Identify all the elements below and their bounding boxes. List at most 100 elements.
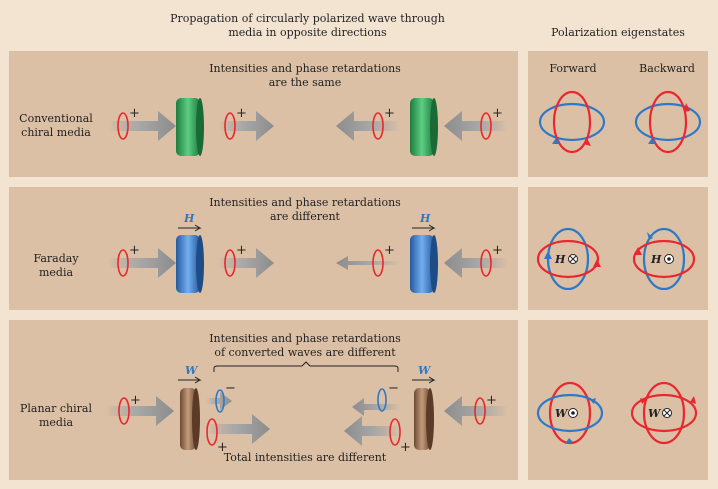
row1-propagation: + + + +: [108, 98, 508, 156]
row3-transmitted-circle-fwd: +: [206, 418, 228, 455]
row2-blue-medium-bwd: [410, 235, 434, 293]
row1-incoming-arrow-backward: [444, 111, 508, 141]
row2-polarization-circle-out-bwd: +: [372, 243, 395, 277]
eigenstate-r2-forward: H: [536, 227, 601, 291]
row3-polarization-circle-in-fwd: +: [118, 393, 141, 425]
left-header-line2: media in opposite directions: [228, 26, 387, 39]
field-h-symbol-eigen-bwd: H: [650, 253, 662, 266]
field-w-arrow-bwd: [412, 376, 436, 384]
row2-incoming-arrow-backward: [444, 248, 508, 278]
row3-label: Planar chiral media: [12, 402, 100, 430]
row3-brown-medium-bwd: [414, 388, 430, 450]
row1-polarization-circle-out-bwd: +: [372, 106, 395, 140]
row1-polarization-circle-in-fwd: +: [117, 106, 140, 140]
plus-sign: +: [130, 393, 141, 408]
row1-label: Conventional chiral media: [12, 112, 100, 140]
field-h-arrow-fwd: [178, 224, 202, 232]
row2-description: Intensities and phase retardations are d…: [180, 196, 430, 224]
row1-label-line1: Conventional: [19, 112, 93, 125]
row3-transmitted-arrow-backward: [344, 416, 400, 446]
field-w-label-fwd: W: [185, 364, 199, 377]
row2-polarization-circle-out-fwd: +: [224, 243, 247, 277]
plus-sign: +: [129, 243, 140, 258]
row2-blue-medium-fwd: [176, 235, 200, 293]
eigen-forward-label: Forward: [549, 62, 597, 75]
row2-description-line2: are different: [270, 210, 340, 223]
left-header: Propagation of circularly polarized wave…: [140, 12, 475, 40]
eigenstate-r1-backward: [634, 90, 702, 154]
row1-incoming-arrow-forward: [108, 111, 176, 141]
eigenstate-r3-backward: W: [630, 381, 698, 445]
row2-description-line1: Intensities and phase retardations: [209, 196, 401, 209]
eigenstate-r3-forward: W: [536, 381, 604, 445]
row2-label: Faraday media: [12, 252, 100, 280]
row3-left-panel: [9, 320, 518, 480]
eigenstate-r1-forward: [538, 90, 606, 154]
plus-sign: +: [217, 440, 228, 455]
row2-label-line1: Faraday: [33, 252, 79, 265]
row2-right-panel: [528, 187, 708, 310]
row1-polarization-circle-in-bwd: +: [480, 106, 503, 140]
row3-transmitted-arrow-forward: [206, 414, 270, 444]
minus-sign: −: [225, 381, 236, 396]
row3-label-line1: Planar chiral: [20, 402, 92, 415]
row2-polarization-circle-in-bwd: +: [480, 243, 503, 277]
row3-converted-circle-fwd: −: [215, 381, 236, 413]
plus-sign: +: [129, 106, 140, 121]
row3-description-line2: of converted waves are different: [214, 346, 396, 359]
row3-converted-circle-bwd: −: [377, 381, 399, 412]
row1-outgoing-arrow-forward: [218, 111, 274, 141]
row2-polarization-circle-in-fwd: +: [117, 243, 140, 277]
row1-description: Intensities and phase retardations are t…: [180, 62, 430, 90]
row3-label-line2: media: [38, 416, 74, 429]
row3-bottom-note: Total intensities are different: [223, 451, 387, 464]
right-header: Polarization eigenstates: [551, 26, 685, 39]
plus-sign: +: [384, 243, 395, 258]
left-header-line1: Propagation of circularly polarized wave…: [170, 12, 445, 25]
row3-converted-arrow-backward: [352, 398, 400, 416]
field-w-label-bwd: W: [418, 364, 432, 377]
field-h-symbol-eigen-fwd: H: [554, 253, 566, 266]
row2-label-line2: media: [38, 266, 74, 279]
row1-label-line2: chiral media: [21, 126, 91, 139]
row1-outgoing-arrow-backward: [336, 111, 400, 141]
row2-incoming-arrow-forward: [108, 248, 176, 278]
row3-brace: [213, 361, 399, 372]
row3-incoming-arrow-backward: [444, 396, 508, 426]
row1-green-medium-fwd: [176, 98, 200, 156]
row3-incoming-arrow-forward: [106, 396, 174, 426]
row3-polarization-circle-in-bwd: +: [474, 393, 497, 425]
row1-right-panel: [528, 51, 708, 177]
row3-propagation: + W − + − + W: [106, 361, 508, 455]
plus-sign: +: [236, 243, 247, 258]
plus-sign: +: [236, 106, 247, 121]
row2-outgoing-arrow-backward: [336, 256, 400, 270]
eigen-backward-label: Backward: [639, 62, 695, 75]
eigenstate-r2-backward: H: [632, 227, 696, 291]
row1-green-medium-bwd: [410, 98, 434, 156]
field-h-arrow-bwd: [412, 224, 436, 232]
row3-transmitted-circle-bwd: +: [389, 418, 411, 455]
field-h-label-bwd: H: [419, 212, 431, 225]
row3-right-panel: [528, 320, 708, 480]
plus-sign: +: [486, 393, 497, 408]
row3-description: Intensities and phase retardations of co…: [180, 332, 430, 360]
field-w-symbol-eigen-fwd: W: [555, 407, 569, 420]
field-w-symbol-eigen-bwd: W: [648, 407, 662, 420]
row1-description-line2: are the same: [268, 76, 342, 89]
row1-polarization-circle-out-fwd: +: [224, 106, 247, 140]
plus-sign: +: [492, 243, 503, 258]
field-h-label-fwd: H: [183, 212, 195, 225]
field-w-arrow-fwd: [178, 376, 202, 384]
row2-propagation: + H + + H +: [108, 212, 508, 293]
row3-description-line1: Intensities and phase retardations: [209, 332, 401, 345]
row3-converted-arrow-forward: [206, 392, 232, 410]
plus-sign: +: [400, 440, 411, 455]
plus-sign: +: [384, 106, 395, 121]
row3-brown-medium-fwd: [180, 388, 196, 450]
plus-sign: +: [492, 106, 503, 121]
row2-outgoing-arrow-forward: [218, 248, 274, 278]
row1-description-line1: Intensities and phase retardations: [209, 62, 401, 75]
minus-sign: −: [388, 381, 399, 396]
